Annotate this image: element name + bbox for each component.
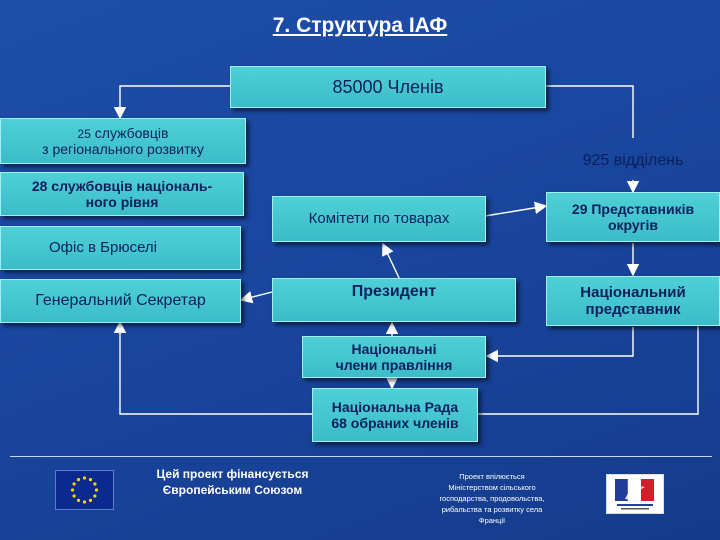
ministry-statement: Проект впілюється Міністерством сільсько… <box>439 472 545 525</box>
arrow-president-to-committees <box>382 242 401 281</box>
node-national-representative: Національний представник <box>546 276 720 326</box>
node-president: Президент <box>272 278 516 322</box>
node-secretary-general: Генеральний Секретар <box>0 279 241 323</box>
arrow-council-to-secretary <box>113 320 312 415</box>
footer-divider <box>10 456 712 457</box>
page-title: 7. Структура ІАФ <box>272 14 448 37</box>
node-national-council: Національна Рада 68 обраних членів <box>312 388 478 442</box>
arrow-committees-to-district-reps <box>484 201 548 217</box>
arrow-members-to-regional-staff <box>113 85 230 120</box>
arrow-president-to-secretary <box>239 291 273 304</box>
node-national-board: Національні члени правління <box>302 336 486 378</box>
node-district-reps: 29 Представників округів <box>546 192 720 242</box>
node-brussels-office: Офіс в Брюселі <box>0 226 241 270</box>
arrow-national-rep-to-board <box>485 327 634 363</box>
eu-flag-logo <box>55 470 114 510</box>
node-members: 85000 Членів <box>230 66 546 108</box>
node-commodity-committees: Комітети по товарах <box>272 196 486 242</box>
node-national-staff: 28 службовців національ- ного рівня <box>0 172 244 216</box>
arrow-members-to-branches <box>546 85 634 138</box>
node-branches: 925 відділень <box>582 152 684 169</box>
funding-statement: Цей проект фінансується Європейським Сою… <box>156 467 309 498</box>
french-ministry-logo <box>606 474 664 514</box>
node-regional-staff: 25 службовців з регіонального розвитку <box>0 118 246 164</box>
